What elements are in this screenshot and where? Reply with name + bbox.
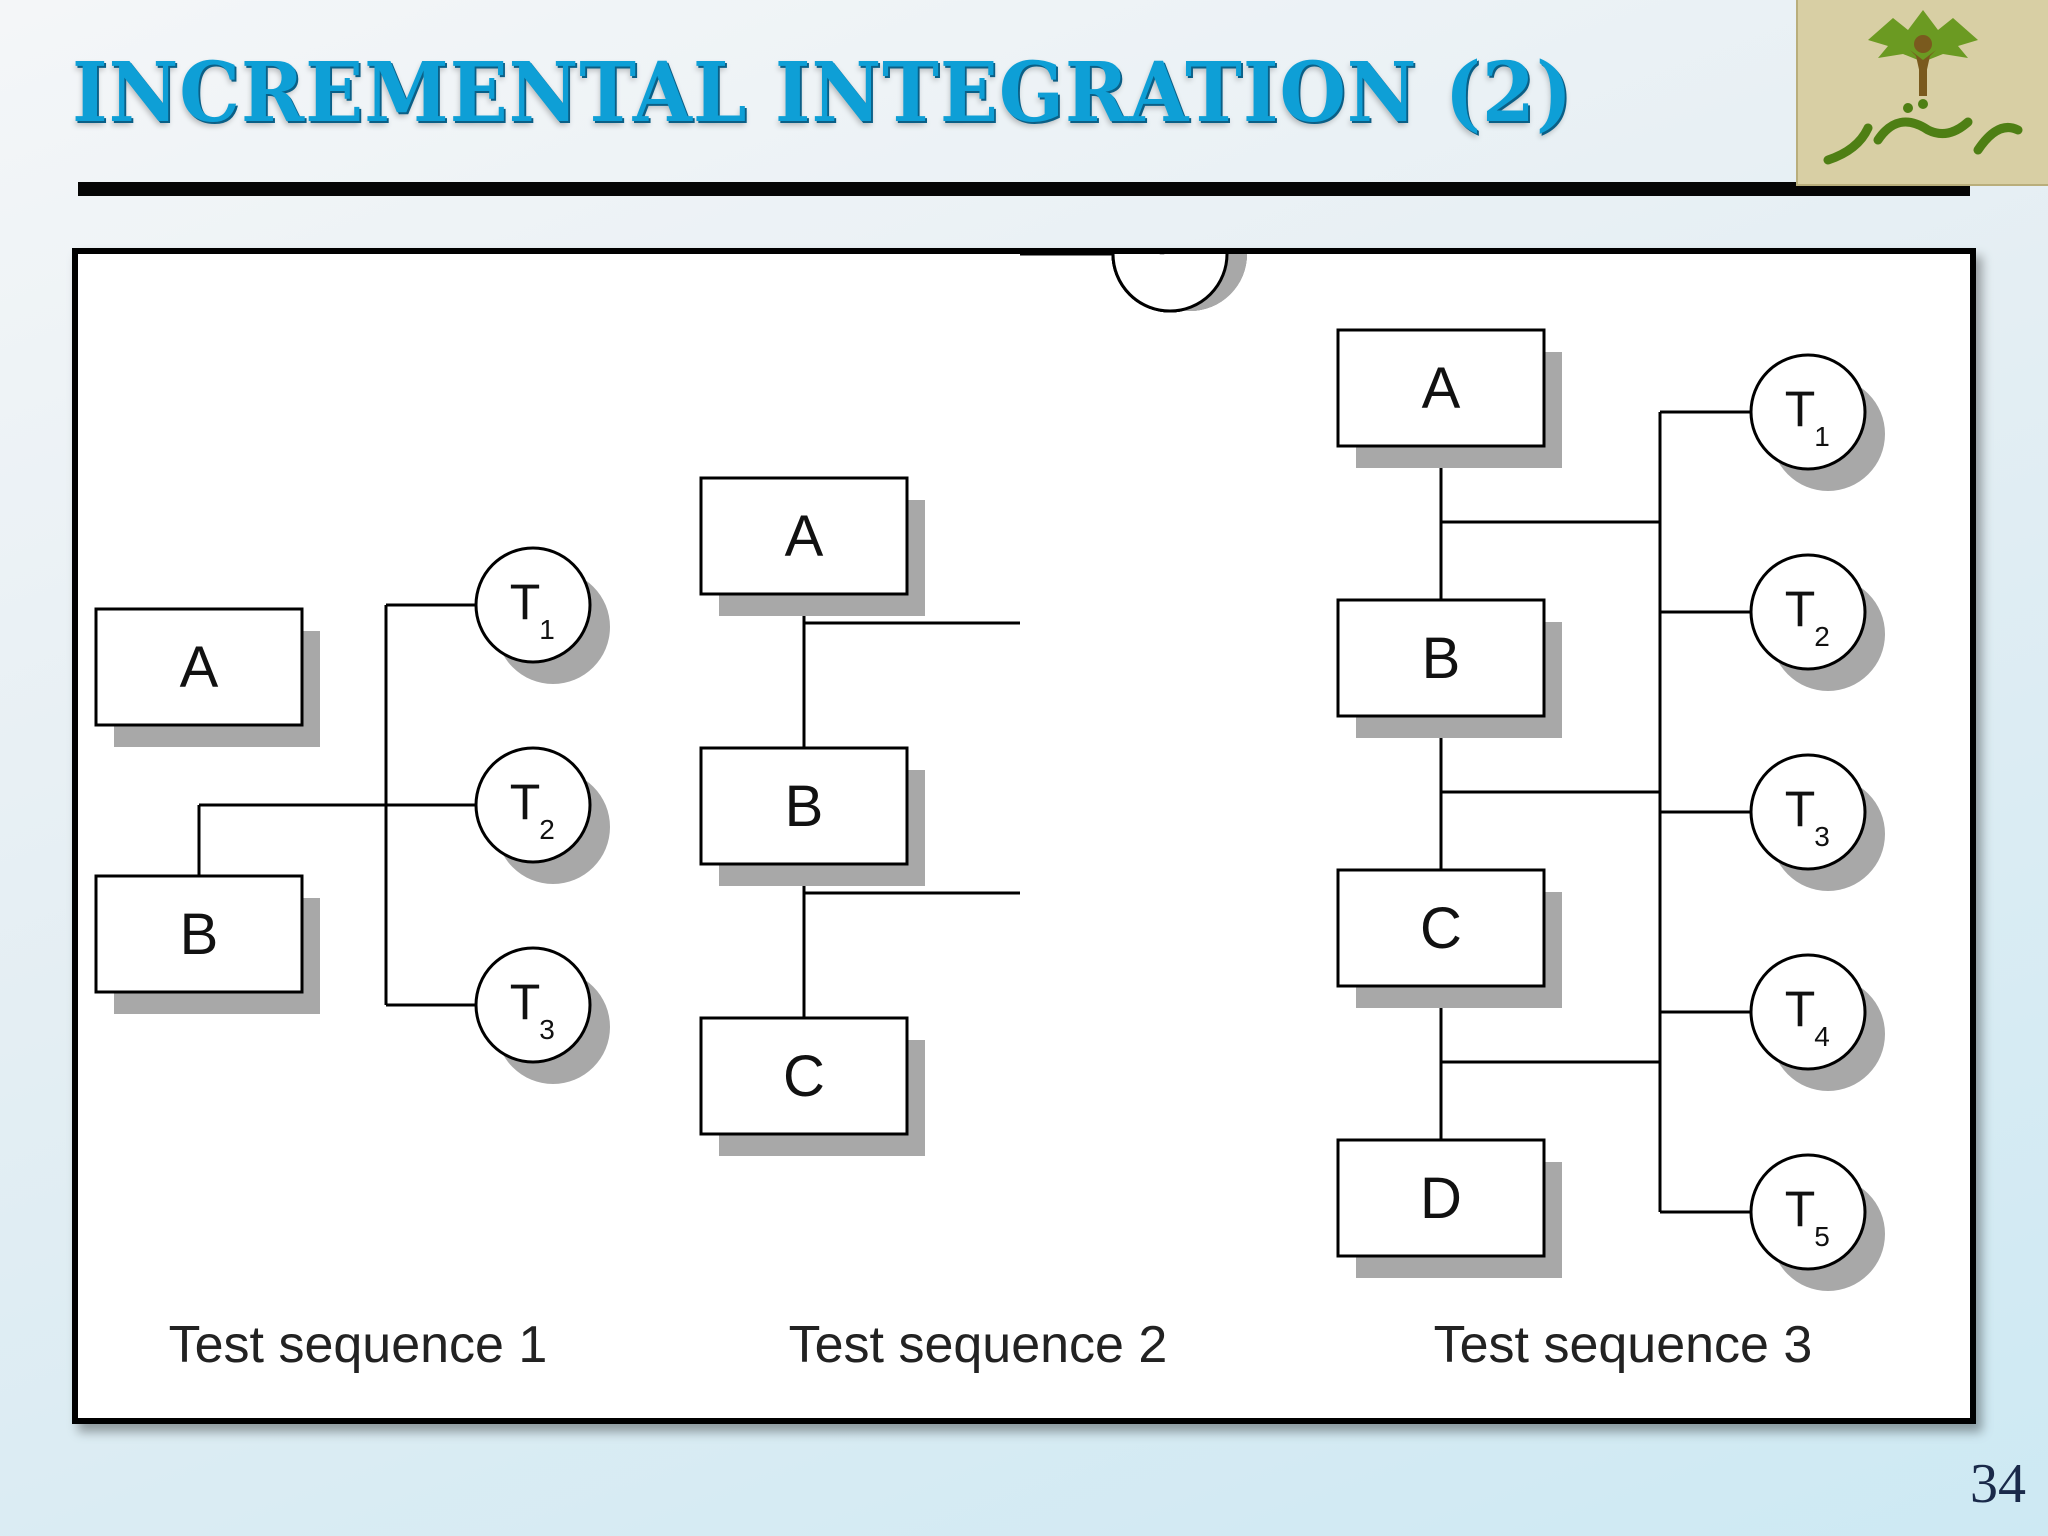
component-box (94, 874, 304, 994)
test-circle (474, 946, 592, 1064)
logo (1796, 0, 2048, 186)
test-label: T (1785, 781, 1816, 837)
test-label: T (1785, 581, 1816, 637)
test-circle (474, 546, 592, 664)
component-box (94, 607, 304, 727)
test-circle (1749, 353, 1867, 471)
test-circle (1749, 753, 1867, 871)
test-circle (1749, 953, 1867, 1071)
component-label: B (785, 774, 824, 839)
test-label-subscript: 3 (1814, 821, 1830, 852)
component-label: C (1420, 896, 1462, 961)
test-label-subscript: 4 (1814, 1021, 1830, 1052)
test-label-subscript: 1 (539, 614, 555, 645)
component-box (1336, 868, 1546, 988)
component-box (1336, 1138, 1546, 1258)
test-circle (1111, 254, 1229, 313)
component-label: A (785, 504, 824, 569)
test-circle (1749, 1153, 1867, 1271)
component-box (699, 476, 909, 596)
sequence-label: Test sequence 1 (169, 1316, 548, 1374)
test-label: T (1785, 981, 1816, 1037)
component-label: B (1422, 626, 1461, 691)
test-label-subscript: 1 (1814, 421, 1830, 452)
test-label-subscript: 2 (1814, 621, 1830, 652)
test-circle (474, 746, 592, 864)
test-label: T (510, 774, 541, 830)
component-label: A (180, 635, 219, 700)
component-box (1336, 328, 1546, 448)
component-box (1336, 598, 1546, 718)
component-label: A (1422, 356, 1461, 421)
component-label: B (180, 902, 219, 967)
test-circle (1749, 553, 1867, 671)
sequence-label: Test sequence 2 (789, 1316, 1168, 1374)
test-label: T (1147, 254, 1178, 265)
test-label-subscript: 4 (1176, 254, 1192, 260)
test-label-subscript: 3 (539, 1014, 555, 1045)
component-label: C (783, 1044, 825, 1109)
slide-title: INCREMENTAL INTEGRATION (2) (72, 45, 1573, 141)
component-box (699, 1016, 909, 1136)
tree-person-logo-icon (1823, 10, 2023, 165)
component-label: D (1420, 1166, 1462, 1231)
test-label: T (1785, 381, 1816, 437)
test-label: T (510, 574, 541, 630)
test-label: T (510, 974, 541, 1030)
component-box (699, 746, 909, 866)
test-label: T (1785, 1181, 1816, 1237)
test-label-subscript: 5 (1814, 1221, 1830, 1252)
title-underline (78, 182, 1970, 196)
sequence-label: Test sequence 3 (1434, 1316, 1813, 1374)
test-label-subscript: 2 (539, 814, 555, 845)
slide-number: 34 (1970, 1453, 2026, 1515)
